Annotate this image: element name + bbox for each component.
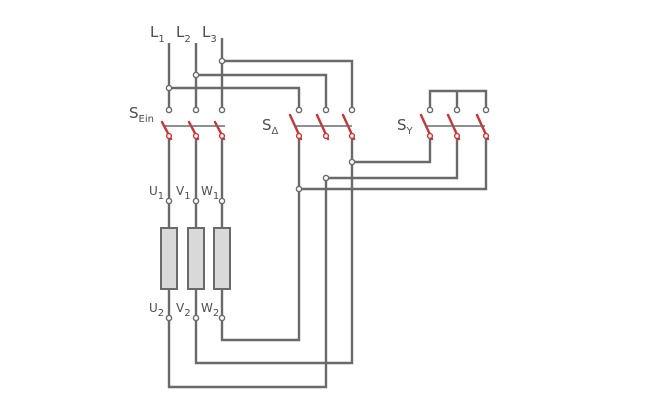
star-switch-contact-top-1 [426, 106, 434, 114]
star-switch-contact-top-3 [482, 106, 490, 114]
terminal-w1 [218, 197, 226, 205]
winding-v [187, 227, 205, 290]
junction-l3 [218, 57, 226, 65]
star-switch-contact-top-2 [453, 106, 461, 114]
delta-switch-contact-top-2 [322, 106, 330, 114]
label-v1: V1 [176, 184, 191, 202]
label-w2: W2 [201, 301, 219, 319]
delta-switch-contact-top-1 [295, 106, 303, 114]
winding-w [213, 227, 231, 290]
label-l1: L1 [150, 23, 165, 45]
star-switch-pivot-1 [426, 132, 434, 140]
delta-switch-pivot-1 [295, 132, 303, 140]
label-u1: U1 [149, 184, 164, 202]
junction-delta-out-1 [348, 158, 356, 166]
junction-l1 [165, 84, 173, 92]
wire-delta-to-star-1 [352, 136, 432, 164]
label-w1: W1 [201, 184, 219, 202]
label-l2: L2 [176, 23, 191, 45]
label-v2: V2 [176, 301, 191, 319]
motor-windings [160, 227, 231, 290]
delta-switch-pivot-3 [348, 132, 356, 140]
labels: L1 L2 L3 SEin SΔ SY U1 V1 W1 U2 [129, 23, 414, 319]
main-switch-pivot-3 [218, 132, 226, 140]
wire-delta-to-star-2 [326, 136, 459, 180]
label-u2: U2 [149, 301, 164, 319]
junction-delta-out-2 [322, 174, 330, 182]
delta-switch-pivot-2 [322, 132, 330, 140]
main-switch-pivot-2 [192, 132, 200, 140]
wire-delta-to-star-3 [299, 136, 488, 191]
star-switch-pivot-3 [482, 132, 490, 140]
terminal-u2 [165, 314, 173, 322]
main-switch-pivot-1 [165, 132, 173, 140]
star-switch-pivot-2 [453, 132, 461, 140]
terminal-nodes [165, 57, 490, 322]
label-switch-star: SY [397, 116, 414, 137]
terminal-v1 [192, 197, 200, 205]
wire-tap-l3 [222, 59, 354, 110]
main-switch-contact-top-1 [165, 106, 173, 114]
winding-u [160, 227, 178, 290]
wire-v2-return [194, 136, 354, 365]
junction-delta-out-3 [295, 185, 303, 193]
delta-switch-contact-top-3 [348, 106, 356, 114]
main-switch-contact-top-3 [218, 106, 226, 114]
label-l3: L3 [202, 23, 217, 45]
wire-u2-return [167, 178, 328, 389]
terminal-w2 [218, 314, 226, 322]
junction-l2 [192, 71, 200, 79]
label-switch-delta: SΔ [262, 116, 279, 137]
label-switch-main: SEin [129, 104, 154, 125]
terminal-v2 [192, 314, 200, 322]
wire-w2-return [220, 136, 301, 342]
wire-tap-l2 [196, 73, 328, 110]
wiring [167, 38, 488, 389]
main-switch-contact-top-2 [192, 106, 200, 114]
wire-tap-l1 [169, 86, 301, 110]
terminal-u1 [165, 197, 173, 205]
